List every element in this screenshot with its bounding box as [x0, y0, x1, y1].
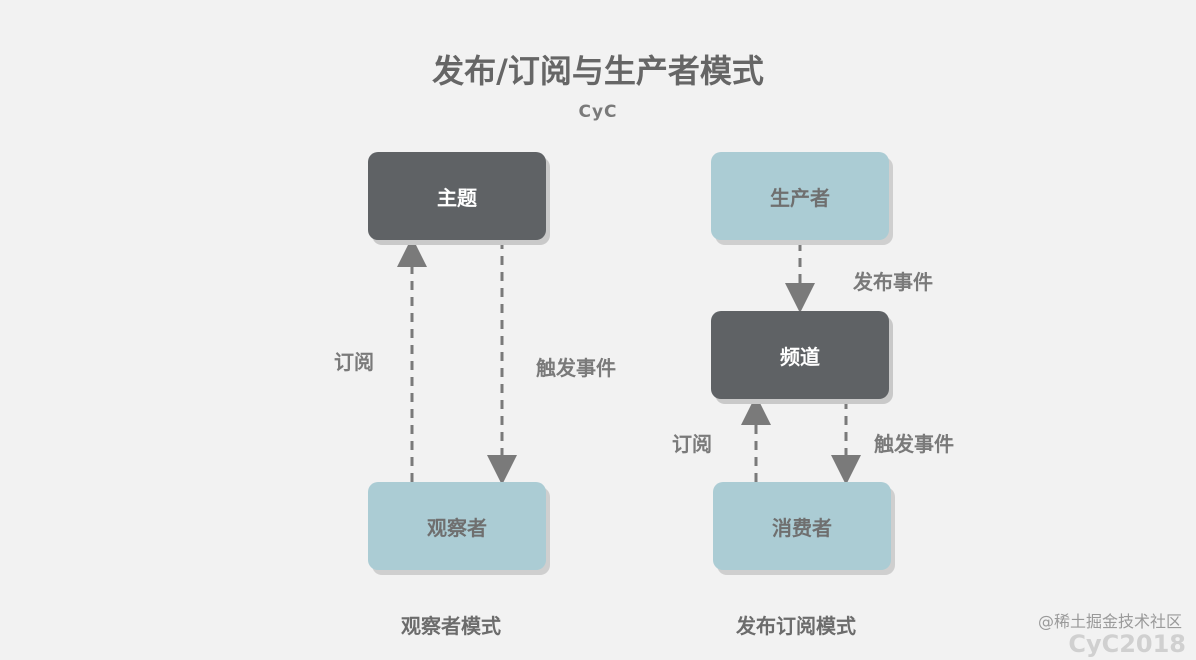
watermark-text: @稀土掘金技术社区	[1037, 612, 1182, 631]
observer-node: 观察者	[368, 482, 546, 570]
diagram-title: 发布/订阅与生产者模式	[432, 52, 764, 90]
subscribe-label-pubsub: 订阅	[672, 432, 712, 456]
observer-pattern-caption: 观察者模式	[401, 614, 501, 638]
publish-label: 发布事件	[853, 270, 933, 294]
trigger-label-observer: 触发事件	[536, 356, 616, 380]
channel-node: 频道	[711, 311, 889, 399]
subscribe-label-observer: 订阅	[334, 350, 374, 374]
pubsub-pattern-caption: 发布订阅模式	[736, 614, 856, 638]
trigger-label-pubsub: 触发事件	[874, 432, 954, 456]
subject-node: 主题	[368, 152, 546, 240]
producer-node: 生产者	[711, 152, 889, 240]
diagram-subtitle: CyC	[578, 102, 618, 122]
watermark-brand: CyC2018	[1068, 630, 1186, 658]
consumer-node: 消费者	[713, 482, 891, 570]
